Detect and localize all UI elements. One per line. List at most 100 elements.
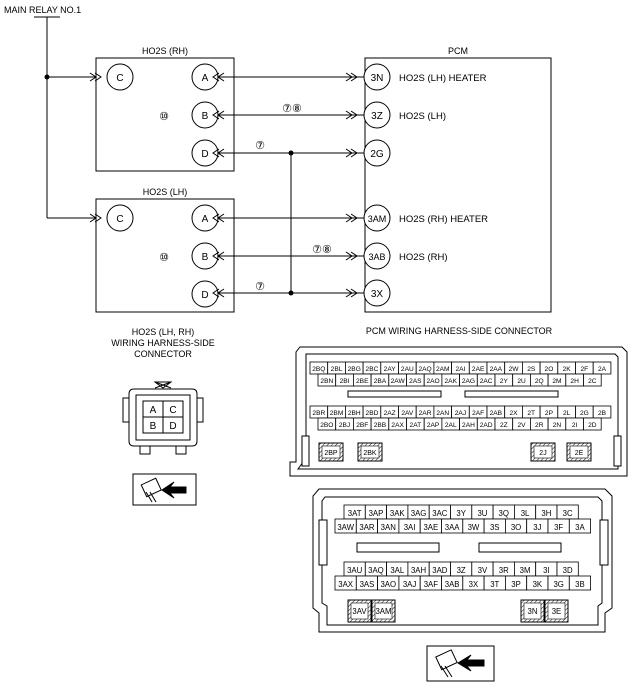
terminal-cell-label: 3Q bbox=[499, 509, 509, 518]
conn-title-3: CONNECTOR bbox=[134, 349, 192, 359]
connector-arrow bbox=[212, 288, 220, 298]
terminal-cell-label: 2H bbox=[570, 378, 579, 385]
sensor-rh-title: HO2S (RH) bbox=[142, 46, 188, 56]
terminal-cell-label: 2M bbox=[552, 378, 561, 385]
terminal-cell-label: 2W bbox=[509, 366, 520, 373]
terminal-cell-label: 3G bbox=[553, 580, 563, 589]
terminal-cell-label: 3AF bbox=[424, 580, 439, 589]
terminal-cell-label: 3AS bbox=[360, 580, 375, 589]
terminal-cell-label: 3AC bbox=[432, 509, 448, 518]
terminal-cell bbox=[592, 405, 612, 419]
terminal-cell bbox=[583, 373, 602, 387]
terminal-cell-label: 2X bbox=[510, 410, 519, 417]
connector-arrow bbox=[350, 251, 358, 261]
terminal-cell-label: 2AH bbox=[462, 422, 475, 429]
terminal-cell-label: 2AN bbox=[436, 410, 449, 417]
terminal-cell-label: 3T bbox=[490, 580, 499, 589]
terminal-cell-label: 2AJ bbox=[455, 410, 466, 417]
terminal-cell-label: 2AW bbox=[391, 378, 406, 385]
pcm-terminal-id: 3N bbox=[371, 73, 384, 84]
terminal-cell-label: 2T bbox=[527, 410, 535, 417]
terminal-cell-label: 2BB bbox=[374, 422, 387, 429]
keyed-terminal-label: 2BK bbox=[363, 450, 377, 457]
terminal-cell-label: 3AB bbox=[445, 580, 460, 589]
terminal-cell-label: 3AW bbox=[337, 523, 354, 532]
connector-arrow bbox=[94, 72, 102, 82]
wire-note-7-top: ⑦ bbox=[255, 140, 265, 152]
terminal-cell-label: 2BO bbox=[320, 422, 333, 429]
wire-note-78-bottom: ⑦⑧ bbox=[312, 244, 332, 256]
terminal-cell-label: 3K bbox=[533, 580, 543, 589]
small-conn-cell-label: D bbox=[169, 421, 176, 432]
terminal-cell-label: 2A bbox=[598, 366, 607, 373]
terminal-cell-label: 2I bbox=[572, 422, 578, 429]
terminal-cell-label: 3W bbox=[468, 523, 480, 532]
keyed-terminal-label: 2E bbox=[575, 450, 584, 457]
terminal-cell-label: 2AZ bbox=[384, 410, 396, 417]
terminal-cell-label: 3AR bbox=[359, 523, 375, 532]
terminal-cell-label: 2Y bbox=[500, 378, 509, 385]
connector-arrow bbox=[350, 110, 358, 120]
keyed-terminal-label: 2BP bbox=[324, 450, 338, 457]
keyed-terminal-label: 2J bbox=[539, 450, 546, 457]
terminal-cell-label: 2BL bbox=[331, 366, 343, 373]
terminal-cell-label: 3AX bbox=[338, 580, 354, 589]
pcm-terminal-id: 3AM bbox=[368, 214, 387, 224]
pcm-terminal-id: 3X bbox=[371, 289, 384, 300]
key-slot bbox=[478, 542, 562, 553]
sensor-lh-title: HO2S (LH) bbox=[143, 187, 188, 197]
keyed-terminal-inner bbox=[523, 602, 542, 620]
terminal-cell-label: 2BC bbox=[366, 366, 379, 373]
terminal-cell-label: 2P bbox=[545, 410, 554, 417]
terminal-cell-label: 3O bbox=[511, 523, 521, 532]
terminal-cell-label: 3R bbox=[499, 566, 509, 575]
terminal-cell-label: 2BR bbox=[312, 410, 325, 417]
main-relay-wire bbox=[34, 16, 96, 219]
sensor-pin-circle bbox=[106, 63, 134, 91]
terminal-cell bbox=[583, 417, 602, 431]
sensor-pin-label: B bbox=[202, 111, 209, 122]
keyed-terminal-label: 3AM bbox=[375, 607, 391, 616]
terminal-cell-label: 2AO bbox=[426, 378, 439, 385]
wire-note-7-bottom: ⑦ bbox=[255, 281, 265, 293]
terminal-cell-label: 3AI bbox=[404, 523, 416, 532]
pcm-conn-title: PCM WIRING HARNESS-SIDE CONNECTOR bbox=[366, 326, 553, 336]
terminal-cell-label: 2C bbox=[588, 378, 597, 385]
sensor-lh-note: ⑩ bbox=[159, 252, 169, 264]
pcm-terminal-desc: HO2S (RH) HEATER bbox=[399, 214, 488, 225]
terminal-cell-label: 3AO bbox=[380, 580, 396, 589]
pcm-box bbox=[364, 57, 552, 313]
sensor-pin-label: B bbox=[202, 252, 209, 263]
sensor-pin-circle bbox=[106, 204, 134, 232]
connector-arrow bbox=[212, 251, 220, 261]
terminal-cell-label: 2BJ bbox=[339, 422, 350, 429]
sensor-pin-label: A bbox=[202, 73, 209, 84]
terminal-cell-label: 2Q bbox=[535, 378, 544, 385]
main-relay-label: MAIN RELAY NO.1 bbox=[4, 5, 81, 15]
terminal-cell-label: 2AC bbox=[480, 378, 493, 385]
connector-arrow bbox=[345, 72, 353, 82]
connector-view-icon bbox=[132, 473, 197, 506]
terminal-cell-label: 2BN bbox=[320, 378, 333, 385]
terminal-cell-label: 3S bbox=[490, 523, 500, 532]
terminal-cell-label: 2AU bbox=[401, 366, 414, 373]
connector-arrow bbox=[89, 72, 97, 82]
terminal-cell bbox=[568, 575, 591, 591]
terminal-cell-label: 3A bbox=[575, 523, 585, 532]
junction-dot bbox=[44, 74, 50, 80]
terminal-cell-label: 3AL bbox=[390, 566, 405, 575]
pcm-terminal-id: 3AB bbox=[368, 252, 385, 262]
terminal-cell-label: 2AV bbox=[401, 410, 414, 417]
terminal-cell-label: 3Y bbox=[456, 509, 466, 518]
terminal-cell-label: 2AM bbox=[436, 366, 450, 373]
terminal-cell-label: 2S bbox=[527, 366, 536, 373]
connector-arrow bbox=[345, 288, 353, 298]
terminal-cell-label: 2AE bbox=[472, 366, 485, 373]
terminal-cell-label: 3V bbox=[478, 566, 488, 575]
sensor-pin-label: D bbox=[201, 290, 208, 301]
terminal-cell-label: 2AD bbox=[480, 422, 493, 429]
sensor-pin-label: A bbox=[202, 214, 209, 225]
connector-arrow bbox=[345, 213, 353, 223]
ground-junction-bottom bbox=[288, 290, 294, 296]
pcm-terminal-circle bbox=[363, 101, 391, 129]
